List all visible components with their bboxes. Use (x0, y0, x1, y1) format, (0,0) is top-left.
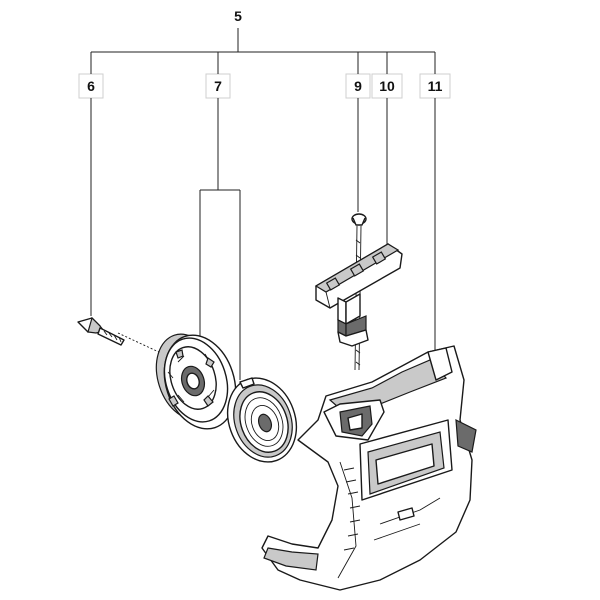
starter-handle-part (314, 243, 403, 347)
callout-label-9: 9 (354, 78, 362, 94)
starter-housing-part (261, 345, 477, 591)
callout-label-7: 7 (214, 78, 222, 94)
callout-label-5: 5 (234, 8, 242, 24)
callout-assembly: 5 (234, 8, 242, 24)
callout-box-10 (371, 73, 403, 99)
callout-7: 7 (205, 73, 231, 99)
callout-9: 9 (345, 73, 371, 99)
callout-11: 11 (419, 73, 451, 99)
recoil-spring-part (226, 377, 298, 463)
leader-lines (90, 28, 436, 380)
callout-6: 6 (78, 73, 104, 99)
callout-10: 10 (371, 73, 403, 99)
callout-label-11: 11 (428, 78, 443, 94)
pulley-part (155, 333, 237, 430)
callout-label-10: 10 (379, 78, 395, 94)
callout-label-6: 6 (87, 78, 95, 94)
